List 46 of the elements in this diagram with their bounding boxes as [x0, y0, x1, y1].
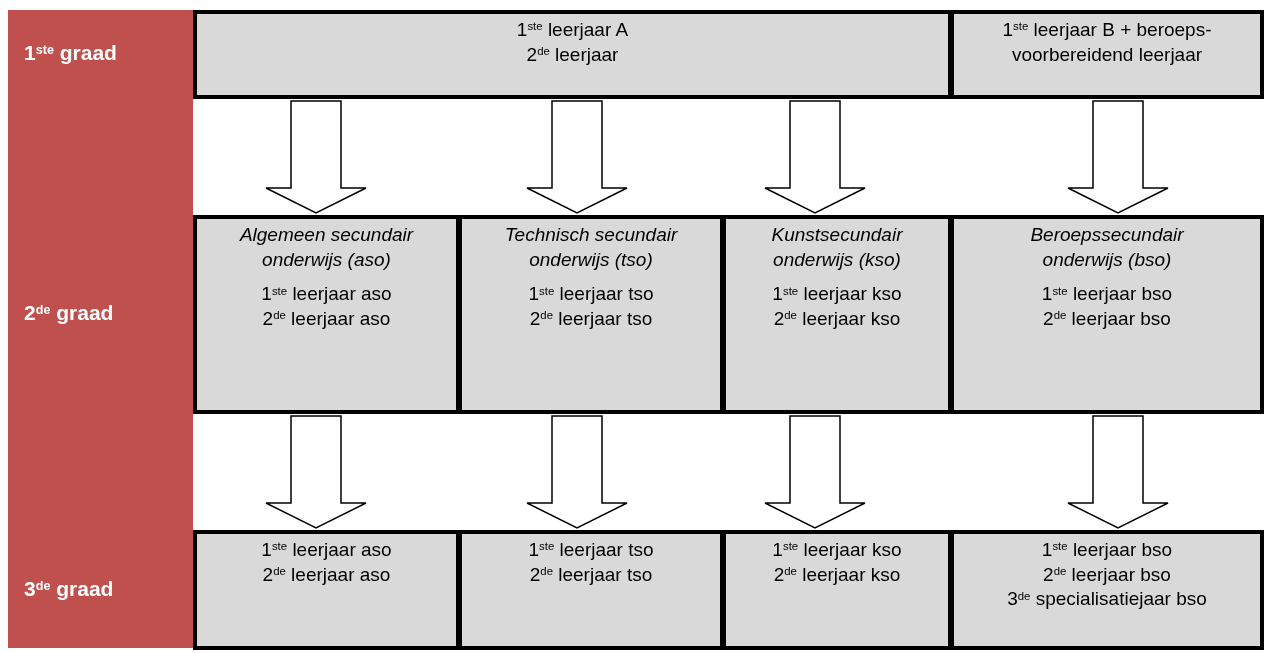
year-text: 1$^{ste}$ leerjaar tso	[528, 538, 654, 562]
year-text: 2$^{de}$ leerjaar tso	[529, 307, 653, 332]
year-box	[193, 530, 460, 650]
grade-band	[8, 10, 193, 648]
year-box	[950, 215, 1264, 414]
year-box	[193, 215, 460, 414]
year-text: 1$^{ste}$ leerjaar bso	[1041, 538, 1173, 562]
year-text: 2$^{de}$ leerjaar tso	[529, 562, 653, 587]
year-box	[458, 530, 724, 650]
year-box	[950, 10, 1264, 99]
year-text: 2$^{de}$ leerjaar aso	[262, 562, 391, 587]
year-text: 1$^{ste}$ leerjaar kso	[772, 282, 902, 307]
year-text: 1$^{ste}$ leerjaar B + beroeps-voorbereidend leerjaar	[1001, 18, 1213, 67]
year-box	[722, 530, 952, 650]
track-heading: Algemeen secundair onderwijs (aso)	[238, 223, 415, 272]
year-box	[950, 530, 1264, 650]
block-arrow	[1067, 415, 1169, 529]
year-text: 1$^{ste}$ leerjaar aso	[261, 282, 392, 307]
year-text: 2$^{de}$ leerjaar kso	[773, 307, 901, 332]
year-text: 2$^{de}$ leerjaar kso	[773, 562, 901, 587]
track-heading: Beroepssecundair onderwijs (bso)	[1029, 223, 1185, 272]
year-text: 1$^{ste}$ leerjaar A	[516, 18, 629, 42]
block-arrow	[265, 415, 367, 529]
block-arrow	[526, 100, 628, 214]
block-arrow	[764, 100, 866, 214]
year-text: 3$^{de}$ specialisatiejaar bso	[1007, 587, 1207, 612]
year-text: 2$^{de}$ leerjaar	[526, 42, 619, 67]
year-text: 1$^{ste}$ leerjaar aso	[261, 538, 392, 562]
year-text: 1$^{ste}$ leerjaar kso	[772, 538, 902, 562]
grade-label: 2$^{de}$ graad	[24, 300, 114, 327]
grade-label: 3$^{de}$ graad	[24, 575, 114, 602]
track-heading: Kunstsecundair onderwijs (kso)	[770, 223, 904, 272]
year-text: 1$^{ste}$ leerjaar bso	[1041, 282, 1173, 307]
track-heading: Technisch secundair onderwijs (tso)	[503, 223, 679, 272]
block-arrow	[764, 415, 866, 529]
year-text: 2$^{de}$ leerjaar bso	[1043, 307, 1171, 332]
year-text: 2$^{de}$ leerjaar aso	[262, 307, 391, 332]
grade-label: 1$^{ste}$ graad	[24, 40, 117, 67]
block-arrow	[1067, 100, 1169, 214]
year-box	[458, 215, 724, 414]
year-box	[193, 10, 952, 99]
year-text: 2$^{de}$ leerjaar bso	[1043, 562, 1171, 587]
year-text: 1$^{ste}$ leerjaar tso	[528, 282, 654, 307]
block-arrow	[526, 415, 628, 529]
year-box	[722, 215, 952, 414]
block-arrow	[265, 100, 367, 214]
